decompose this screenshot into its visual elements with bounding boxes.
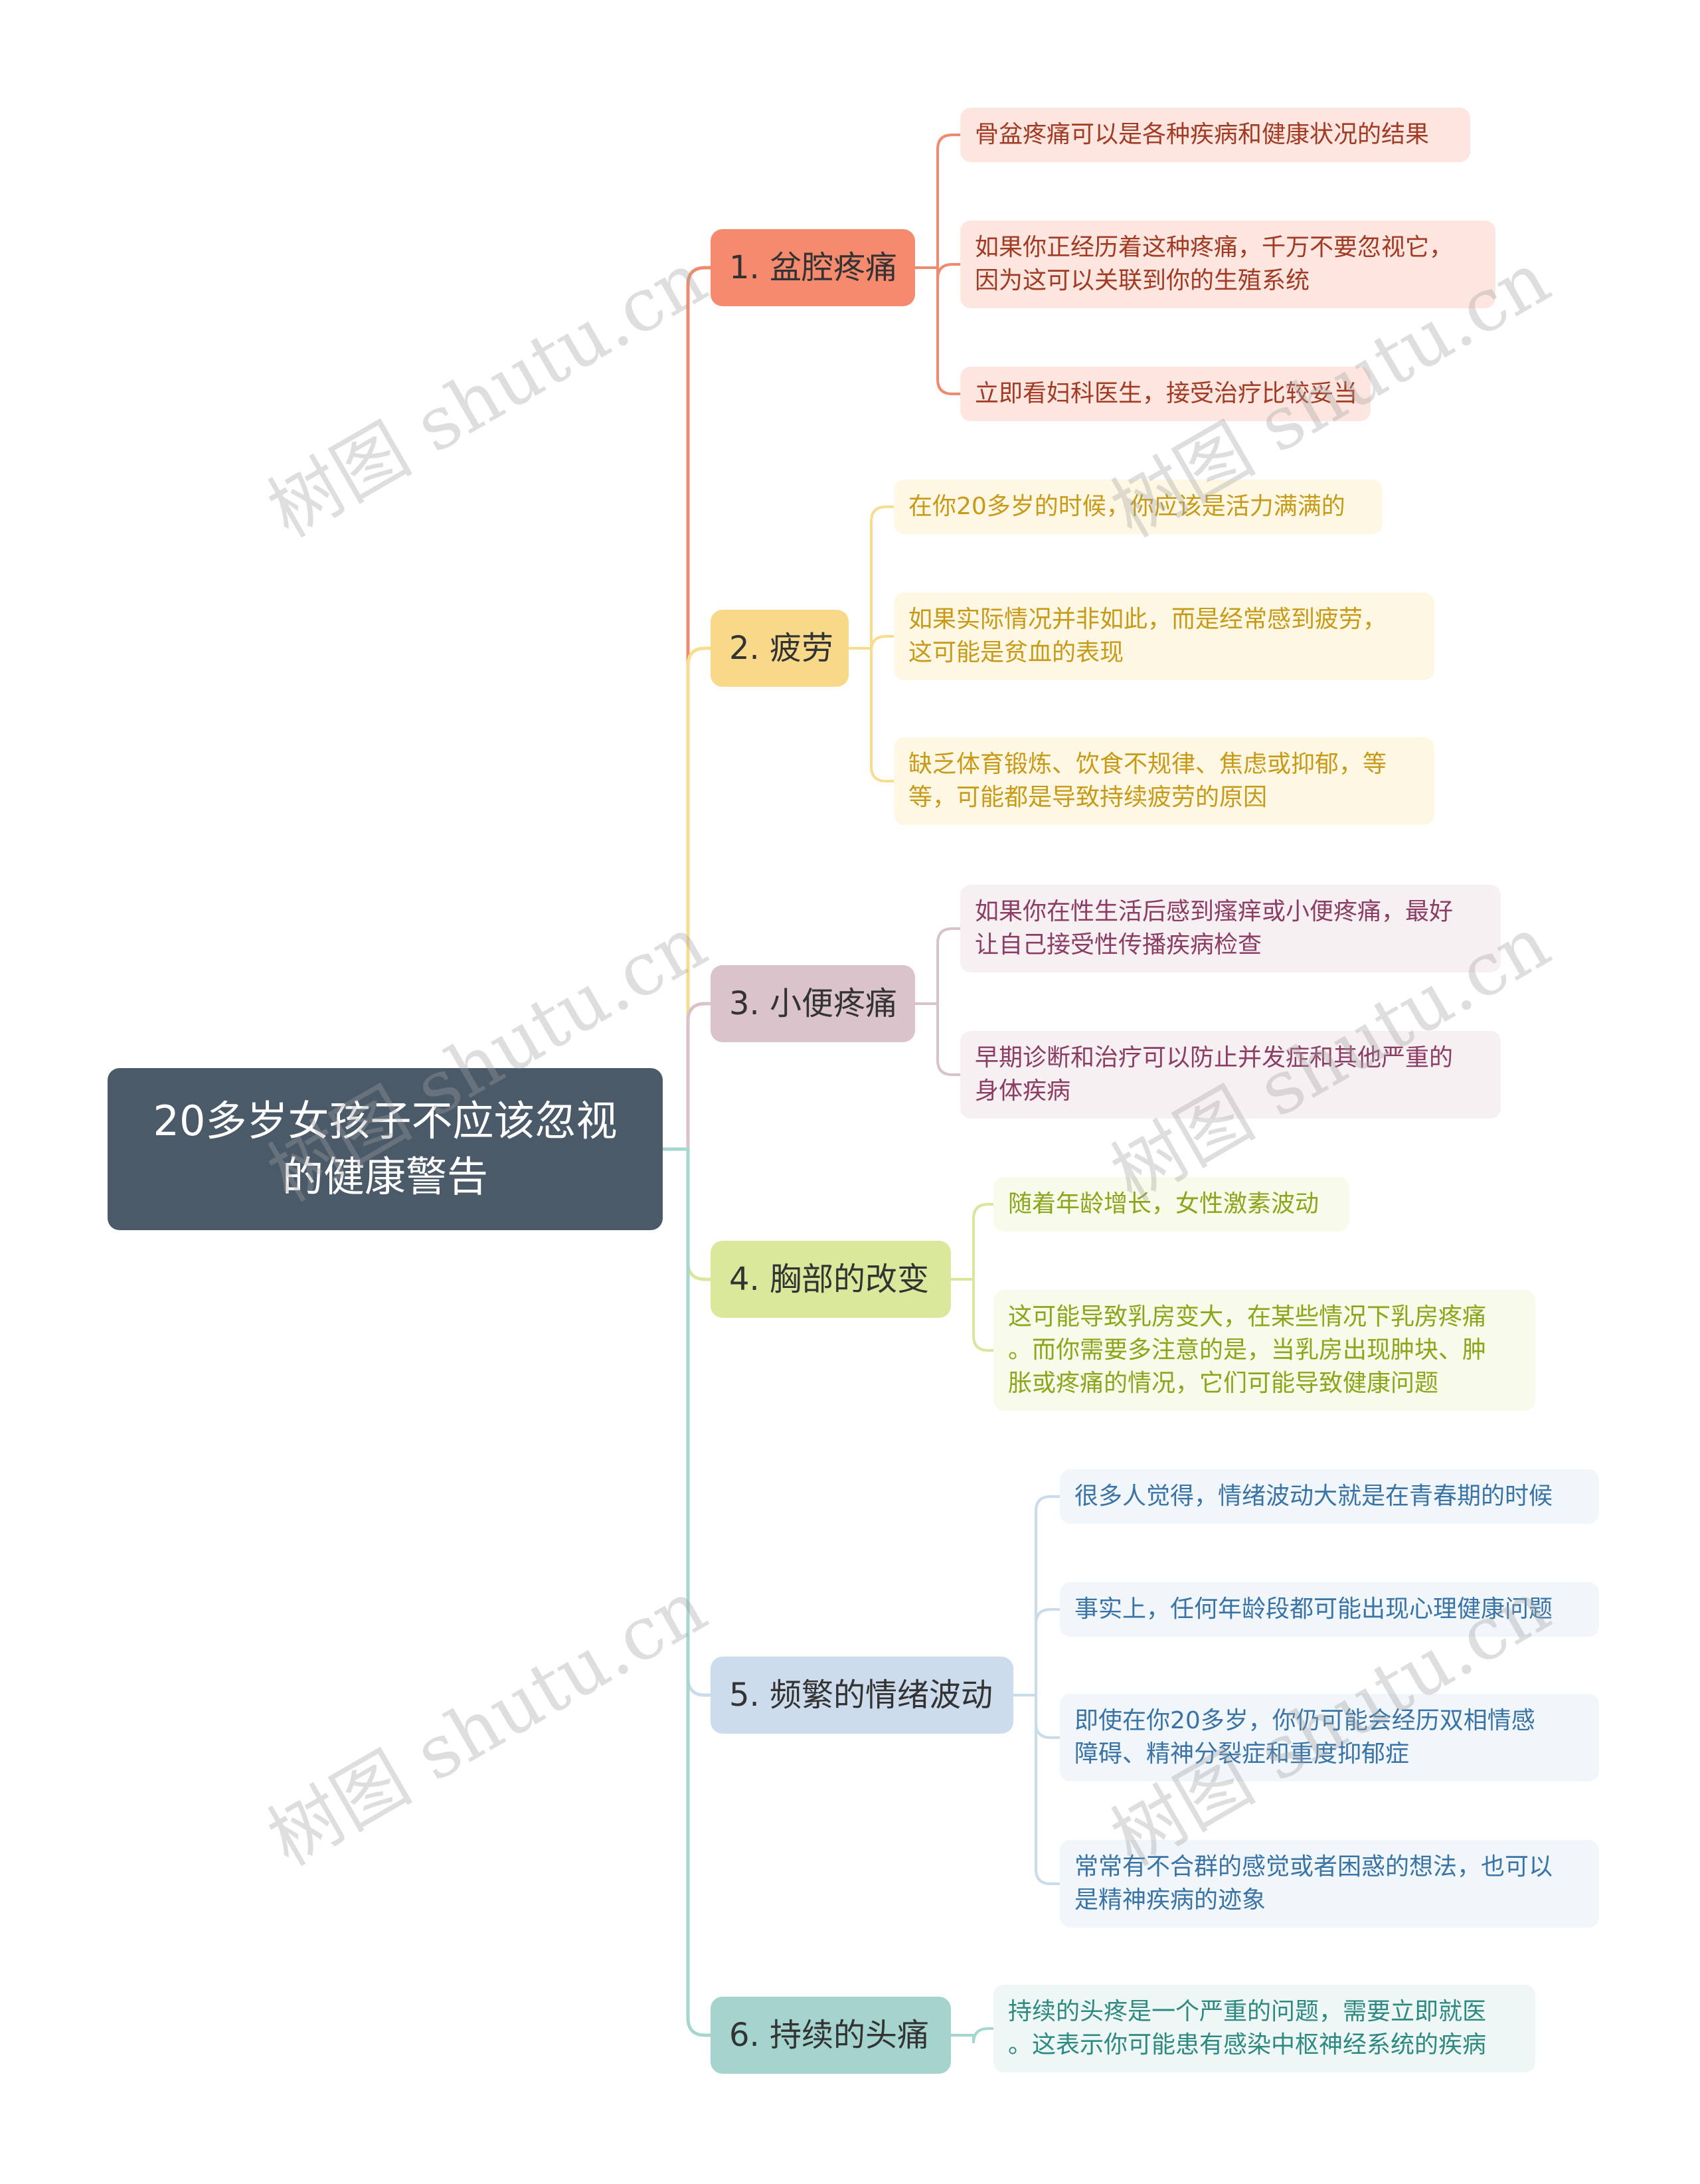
leaf-topic-4-2[interactable]: 这可能导致乳房变大，在某些情况下乳房疼痛。而你需要多注意的是，当乳房出现肿块、肿…	[993, 1290, 1535, 1411]
leaf-text-line: 随着年龄增长，女性激素波动	[1008, 1190, 1319, 1218]
leaf-text-line: 障碍、精神分裂症和重度抑郁症	[1074, 1740, 1410, 1768]
leaf-topic-2-1[interactable]: 在你20多岁的时候，你应该是活力满满的	[894, 480, 1383, 534]
branch-label: 5. 频繁的情绪波动	[729, 1677, 993, 1714]
leaf-text-line: 让自己接受性传播疾病检查	[975, 931, 1262, 958]
branch-label: 1. 盆腔疼痛	[729, 249, 898, 286]
leaf-text-line: 事实上，任何年龄段都可能出现心理健康问题	[1074, 1595, 1553, 1623]
leaf-text-line: 很多人觉得，情绪波动大就是在青春期的时候	[1074, 1483, 1553, 1510]
leaf-topic-2-3[interactable]: 缺乏体育锻炼、饮食不规律、焦虑或抑郁，等等，可能都是导致持续疲劳的原因	[894, 737, 1434, 825]
leaf-text-line: 骨盆疼痛可以是各种疾病和健康状况的结果	[975, 121, 1430, 148]
branch-topic-1[interactable]: 1. 盆腔疼痛	[711, 229, 915, 306]
leaf-topic-3-1[interactable]: 如果你在性生活后感到瘙痒或小便疼痛，最好让自己接受性传播疾病检查	[960, 885, 1501, 972]
leaf-topic-5-4[interactable]: 常常有不合群的感觉或者困惑的想法，也可以是精神疾病的迹象	[1060, 1840, 1599, 1928]
leaf-connector-4-2	[950, 1278, 995, 1352]
branch-topic-3[interactable]: 3. 小便疼痛	[711, 965, 915, 1042]
leaf-topic-6-1[interactable]: 持续的头疼是一个严重的问题，需要立即就医。这表示你可能患有感染中枢神经系统的疾病	[993, 1985, 1535, 2072]
leaf-connector-3-1	[914, 927, 962, 1005]
leaf-connector-2-1	[847, 505, 895, 650]
leaf-topic-1-1[interactable]: 骨盆疼痛可以是各种疾病和健康状况的结果	[960, 108, 1470, 162]
branch-label: 3. 小便疼痛	[729, 985, 898, 1022]
leaf-text-line: 早期诊断和治疗可以防止并发症和其他严重的	[975, 1044, 1454, 1071]
leaf-text-line: 如果你正经历着这种疼痛，千万不要忽视它，	[975, 234, 1454, 261]
leaf-text-line: 常常有不合群的感觉或者困惑的想法，也可以	[1074, 1853, 1553, 1880]
leaf-text-line: 如果实际情况并非如此，而是经常感到疲劳，	[908, 606, 1387, 633]
branch-connector-5	[686, 1147, 713, 1697]
leaf-text-line: 身体疾病	[975, 1077, 1071, 1105]
leaf-text-line: 。而你需要多注意的是，当乳房出现肿块、肿	[1008, 1336, 1487, 1364]
leaf-connector-5-2	[1012, 1608, 1061, 1696]
branch-topic-4[interactable]: 4. 胸部的改变	[711, 1241, 951, 1318]
leaf-topic-5-3[interactable]: 即使在你20多岁，你仍可能会经历双相情感障碍、精神分裂症和重度抑郁症	[1060, 1694, 1599, 1781]
leaf-topic-5-2[interactable]: 事实上，任何年龄段都可能出现心理健康问题	[1060, 1582, 1599, 1637]
branch-connector-1	[686, 266, 713, 1151]
leaf-connector-1-3	[914, 266, 962, 395]
leaf-text-line: 这可能是贫血的表现	[908, 639, 1124, 666]
leaf-connector-5-1	[1012, 1495, 1061, 1696]
root-title-line-1: 20多岁女孩子不应该忽视	[153, 1097, 618, 1145]
branch-connector-2	[686, 646, 713, 1151]
leaf-text-line: 如果你在性生活后感到瘙痒或小便疼痛，最好	[975, 898, 1454, 925]
branch-connector-3	[686, 1002, 713, 1151]
leaf-text-line: 缺乏体育锻炼、饮食不规律、焦虑或抑郁，等	[908, 751, 1387, 778]
leaf-text-line: 是精神疾病的迹象	[1074, 1886, 1266, 1914]
leaf-text-line: 等，可能都是导致持续疲劳的原因	[908, 784, 1268, 811]
leaf-topic-1-2[interactable]: 如果你正经历着这种疼痛，千万不要忽视它， 因为这可以关联到你的生殖系统	[960, 221, 1495, 308]
leaf-text-line: 持续的头疼是一个严重的问题，需要立即就医	[1008, 1998, 1487, 2025]
root-title-line-2: 的健康警告	[282, 1152, 488, 1201]
branch-connector-4	[686, 1147, 713, 1281]
leaf-text-line: 胀或疼痛的情况，它们可能导致健康问题	[1008, 1370, 1439, 1397]
leaf-topic-1-3[interactable]: 立即看妇科医生，接受治疗比较妥当	[960, 367, 1371, 421]
branch-connector-6	[686, 1147, 713, 2037]
leaf-topic-3-2[interactable]: 早期诊断和治疗可以防止并发症和其他严重的身体疾病	[960, 1031, 1501, 1119]
leaf-topic-4-1[interactable]: 随着年龄增长，女性激素波动	[993, 1177, 1349, 1231]
leaf-connector-1-1	[914, 134, 962, 269]
leaf-text-line: 这可能导致乳房变大，在某些情况下乳房疼痛	[1008, 1303, 1487, 1330]
leaf-text-line: 因为这可以关联到你的生殖系统	[975, 267, 1310, 294]
leaf-connector-2-3	[847, 647, 895, 782]
leaf-text-line: 。这表示你可能患有感染中枢神经系统的疾病	[1008, 2031, 1487, 2058]
root-topic[interactable]: 20多岁女孩子不应该忽视 的健康警告	[108, 1068, 663, 1230]
leaf-connector-6-1	[950, 2027, 995, 2044]
leaf-connector-5-4	[1012, 1694, 1061, 1885]
leaf-connector-3-2	[914, 1002, 962, 1076]
leaf-text-line: 即使在你20多岁，你仍可能会经历双相情感	[1074, 1707, 1535, 1734]
branch-label: 4. 胸部的改变	[729, 1261, 930, 1298]
leaf-topic-2-2[interactable]: 如果实际情况并非如此，而是经常感到疲劳， 这可能是贫血的表现	[894, 592, 1434, 680]
branch-topic-6[interactable]: 6. 持续的头痛	[711, 1997, 951, 2074]
branch-label: 6. 持续的头痛	[729, 2017, 930, 2054]
branch-topic-2[interactable]: 2. 疲劳	[711, 610, 849, 687]
branch-label: 2. 疲劳	[729, 630, 834, 667]
leaf-topic-5-1[interactable]: 很多人觉得，情绪波动大就是在青春期的时候	[1060, 1469, 1599, 1524]
leaf-text-line: 在你20多岁的时候，你应该是活力满满的	[908, 493, 1345, 520]
branch-topic-5[interactable]: 5. 频繁的情绪波动	[711, 1657, 1013, 1734]
leaf-text-line: 立即看妇科医生，接受治疗比较妥当	[975, 380, 1358, 407]
leaf-connector-4-1	[950, 1203, 995, 1281]
